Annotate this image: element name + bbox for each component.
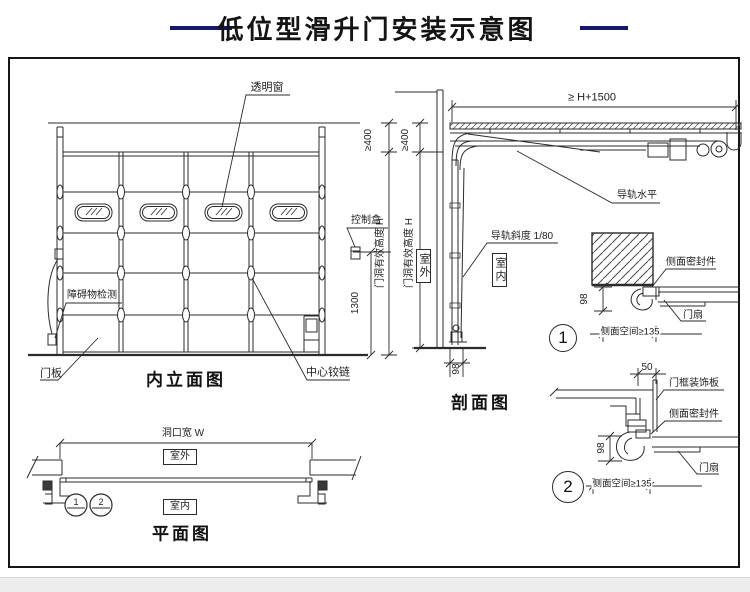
label-control-box: 控制盒 — [351, 215, 381, 226]
dim-side-space-1: 侧面空间≥135 — [599, 326, 661, 338]
obstacle-sensor — [47, 248, 64, 346]
slide-lock — [303, 315, 319, 352]
rail-hangers — [489, 129, 701, 133]
door-leaf-edge-2 — [652, 436, 740, 453]
jamb-hardware-right — [297, 480, 328, 505]
elevation-view — [28, 94, 388, 381]
label-indoor-plan: 室内 — [163, 499, 197, 515]
detail2-ref-circle: 2 — [552, 471, 584, 503]
left-track-post — [56, 126, 64, 355]
label-indoor-section: 室内 — [492, 253, 507, 287]
section-leaders — [462, 150, 660, 278]
page-title: 低位型滑升门安装示意图 — [217, 14, 537, 45]
caption-section: 剖面图 — [451, 393, 511, 413]
label-trim-panel: 门框装饰板 — [669, 378, 719, 389]
label-center-hinge: 中心铰链 — [306, 366, 350, 379]
bottom-bracket — [449, 331, 467, 343]
side-seal-profile-2 — [615, 429, 651, 461]
tilted-track — [460, 167, 465, 339]
section-view — [395, 89, 742, 377]
trim-panel — [652, 379, 658, 432]
detail1-leaders — [651, 268, 716, 322]
horizontal-rail — [450, 132, 741, 153]
dim-98-section: 98 — [451, 363, 462, 375]
dim-min400-elevation: ≥400 — [363, 128, 374, 152]
caption-elevation: 内立面图 — [146, 370, 226, 390]
sill-dimension — [444, 348, 470, 377]
wall-block — [591, 232, 654, 286]
detail2-ref-number: 2 — [563, 477, 573, 496]
plan-wall-right — [309, 455, 362, 481]
frame-profile — [549, 387, 653, 433]
plan-ref2-number: 2 — [98, 497, 104, 507]
panel-seams — [63, 191, 319, 316]
title-rule-left — [170, 26, 232, 30]
label-door-leaf-2: 门扇 — [699, 463, 719, 474]
drive-unit — [580, 132, 742, 161]
dim-opening-width: 洞口宽 W — [160, 428, 206, 439]
title-rule-right — [580, 26, 628, 30]
plan-wall-left — [26, 455, 63, 479]
caption-plan: 平面图 — [152, 524, 212, 544]
label-obstacle-detection: 障碍物检测 — [67, 290, 117, 301]
door-windows — [74, 203, 308, 222]
leaf-joints — [449, 202, 461, 309]
page-bottom-strip — [0, 577, 750, 592]
label-door-panel: 门板 — [40, 367, 62, 380]
label-track-level: 导轨水平 — [617, 190, 657, 201]
height-dimensions — [353, 118, 443, 360]
detail-2 — [549, 368, 740, 494]
plan-view — [26, 438, 362, 517]
elevation-leaders — [40, 94, 388, 381]
door-outline — [63, 151, 319, 353]
label-outdoor-section: 室外 — [416, 249, 431, 283]
hinge-rollers — [56, 184, 326, 323]
ceiling-strip — [449, 122, 742, 130]
door-leaf-edge — [658, 291, 740, 307]
plan-ref1-number: 1 — [73, 497, 79, 507]
plan-door-leaf — [59, 477, 313, 483]
plan-ref-bubbles — [64, 493, 113, 517]
dim-door-height-elevation: 门洞有效高度 H — [375, 218, 386, 288]
label-track-slope: 导轨斜度 1/80 — [490, 231, 554, 242]
track-bend — [451, 132, 479, 171]
door-leaf-section — [451, 159, 459, 345]
dim-door-height-section: 门洞有效高度 H — [404, 218, 415, 288]
control-box-icon — [350, 246, 361, 260]
dim-h1500: ≥ H+1500 — [567, 91, 617, 104]
detail1-ref-circle: 1 — [549, 324, 577, 352]
label-door-leaf-1: 门扇 — [683, 310, 703, 321]
dim-98-detail2: 98 — [596, 442, 607, 454]
wall-section — [395, 89, 444, 348]
label-side-seal-1: 侧面密封件 — [666, 257, 716, 268]
dim-side-space-2: 侧面空间≥135 — [591, 478, 653, 490]
dim-98-detail1: 98 — [579, 293, 590, 305]
mullions — [118, 152, 254, 352]
label-side-seal-2: 侧面密封件 — [669, 409, 719, 420]
top-dimension — [447, 100, 741, 130]
dim-min400-section: ≥400 — [400, 128, 411, 152]
bottom-roller — [452, 324, 460, 332]
opening-width-dimension — [55, 438, 317, 459]
detail1-ref-number: 1 — [558, 328, 568, 347]
label-transparent-window: 透明窗 — [250, 81, 284, 94]
dim-1300: 1300 — [350, 291, 361, 315]
side-seal-profile — [630, 286, 660, 311]
right-track-post — [318, 126, 326, 355]
label-outdoor-plan: 室外 — [163, 449, 197, 465]
dim-50-detail2: 50 — [641, 362, 653, 373]
detail2-leaders — [650, 389, 724, 475]
